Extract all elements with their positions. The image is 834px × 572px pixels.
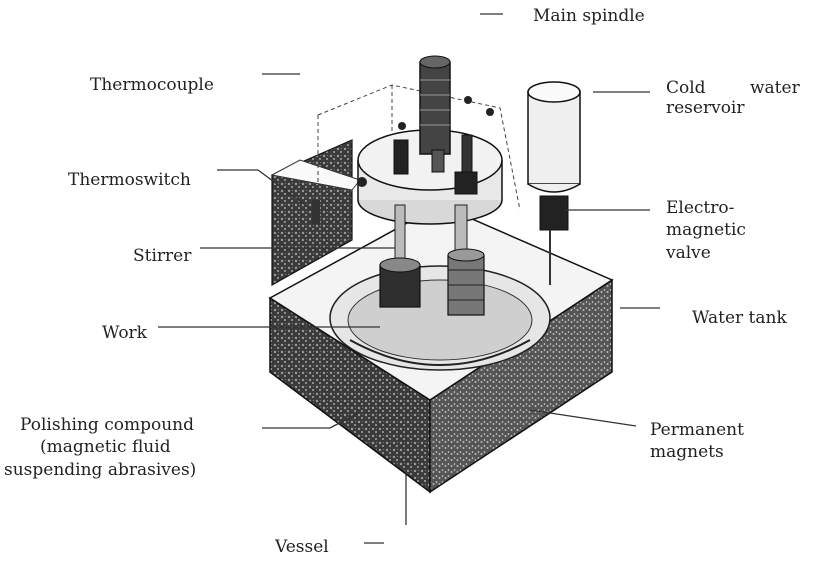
label-work: Work	[102, 323, 147, 343]
label-cold-water-reservoir: reservoir	[666, 98, 745, 118]
label-valve: valve	[666, 243, 711, 263]
label-magnets: magnets	[650, 442, 724, 462]
thermocouple-probe	[393, 139, 409, 175]
label-cold-water-word1: Cold	[666, 78, 706, 98]
label-polishing-compound: Polishing compound	[20, 415, 194, 435]
thermoswitch-device	[312, 200, 320, 224]
cold-water-reservoir	[527, 91, 581, 185]
label-vessel: Vessel	[275, 537, 329, 557]
label-suspending-abrasives: suspending abrasives)	[4, 460, 197, 480]
label-magnetic: magnetic	[666, 220, 746, 240]
label-main-spindle: Main spindle	[533, 6, 645, 26]
leader-lines	[158, 13, 660, 544]
label-water-tank: Water tank	[692, 308, 787, 328]
polishing-compound-surface	[347, 279, 533, 361]
label-magnetic-fluid: (magnetic fluid	[40, 437, 171, 457]
label-thermocouple: Thermocouple	[90, 75, 214, 95]
main-spindle	[419, 61, 451, 155]
label-electro: Electro-	[666, 198, 735, 218]
electromagnetic-valve	[539, 195, 569, 231]
label-cold-water-word2: water	[750, 78, 800, 98]
label-permanent: Permanent	[650, 420, 744, 440]
label-stirrer: Stirrer	[133, 246, 192, 266]
label-thermoswitch: Thermoswitch	[68, 170, 191, 190]
